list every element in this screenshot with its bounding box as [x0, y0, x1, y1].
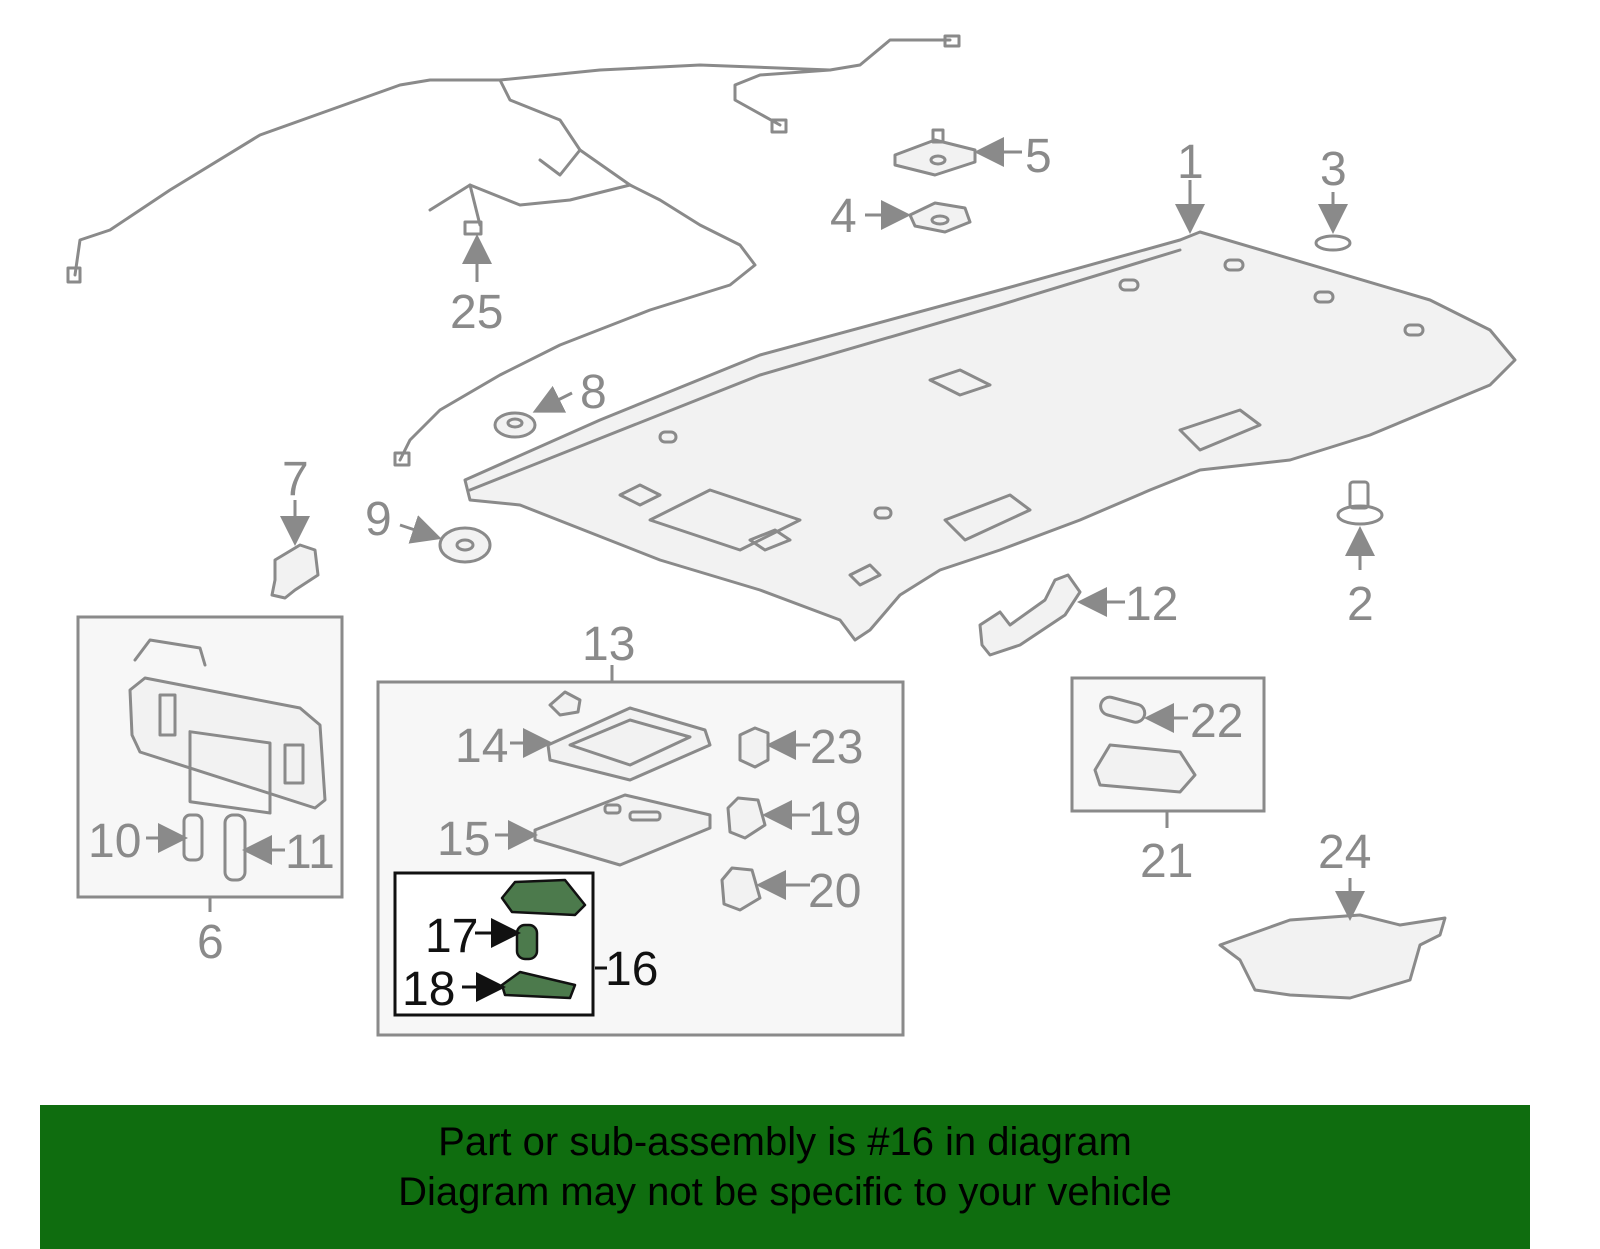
callout-19: 19	[808, 793, 861, 846]
callout-6: 6	[197, 916, 224, 969]
callout-10: 10	[88, 815, 141, 868]
callout-17: 17	[425, 910, 478, 963]
callout-21: 21	[1140, 835, 1193, 888]
callout-9: 9	[365, 493, 392, 546]
pad-9	[438, 526, 492, 564]
fastener-2	[1336, 480, 1384, 526]
callout-8: 8	[580, 366, 607, 419]
bracket-7	[270, 543, 320, 600]
callout-23: 23	[810, 721, 863, 774]
banner-line-disclaimer: Diagram may not be specific to your vehi…	[398, 1170, 1172, 1214]
callout-5: 5	[1025, 130, 1052, 183]
headliner	[463, 230, 1517, 642]
ring-3	[1314, 234, 1352, 252]
clip-5	[893, 128, 977, 177]
callout-12: 12	[1125, 578, 1178, 631]
callout-7: 7	[282, 453, 309, 506]
leader-lines-highlight	[462, 918, 607, 1002]
bulb-17	[515, 923, 539, 961]
callout-16: 16	[605, 943, 658, 996]
callout-22: 22	[1190, 695, 1243, 748]
callout-1: 1	[1177, 136, 1204, 189]
leader-lines	[146, 137, 1375, 921]
callout-18: 18	[402, 963, 455, 1016]
callout-2: 2	[1347, 578, 1374, 631]
pad-8	[493, 411, 537, 439]
callout-13: 13	[582, 618, 635, 671]
callout-25: 25	[450, 286, 503, 339]
info-banner: Part or sub-assembly is #16 in diagram D…	[40, 1105, 1530, 1249]
clip-23	[738, 726, 770, 769]
callout-numbers: 1 2 3 4 5 6 7 8 9 10 11 12 13 14 15 16 1…	[88, 130, 1374, 1016]
callout-4: 4	[830, 190, 857, 243]
callout-20: 20	[808, 865, 861, 918]
callout-24: 24	[1318, 826, 1371, 879]
callout-14: 14	[455, 720, 508, 773]
callout-15: 15	[437, 813, 490, 866]
dome-lamp-14	[546, 690, 712, 782]
clip-4	[908, 201, 972, 234]
reading-lamp-16	[500, 878, 587, 1000]
callout-11: 11	[285, 826, 335, 879]
callout-3: 3	[1320, 143, 1347, 196]
module-24	[1218, 913, 1447, 1000]
banner-line-part: Part or sub-assembly is #16 in diagram	[438, 1120, 1132, 1164]
grab-handle	[978, 573, 1082, 657]
